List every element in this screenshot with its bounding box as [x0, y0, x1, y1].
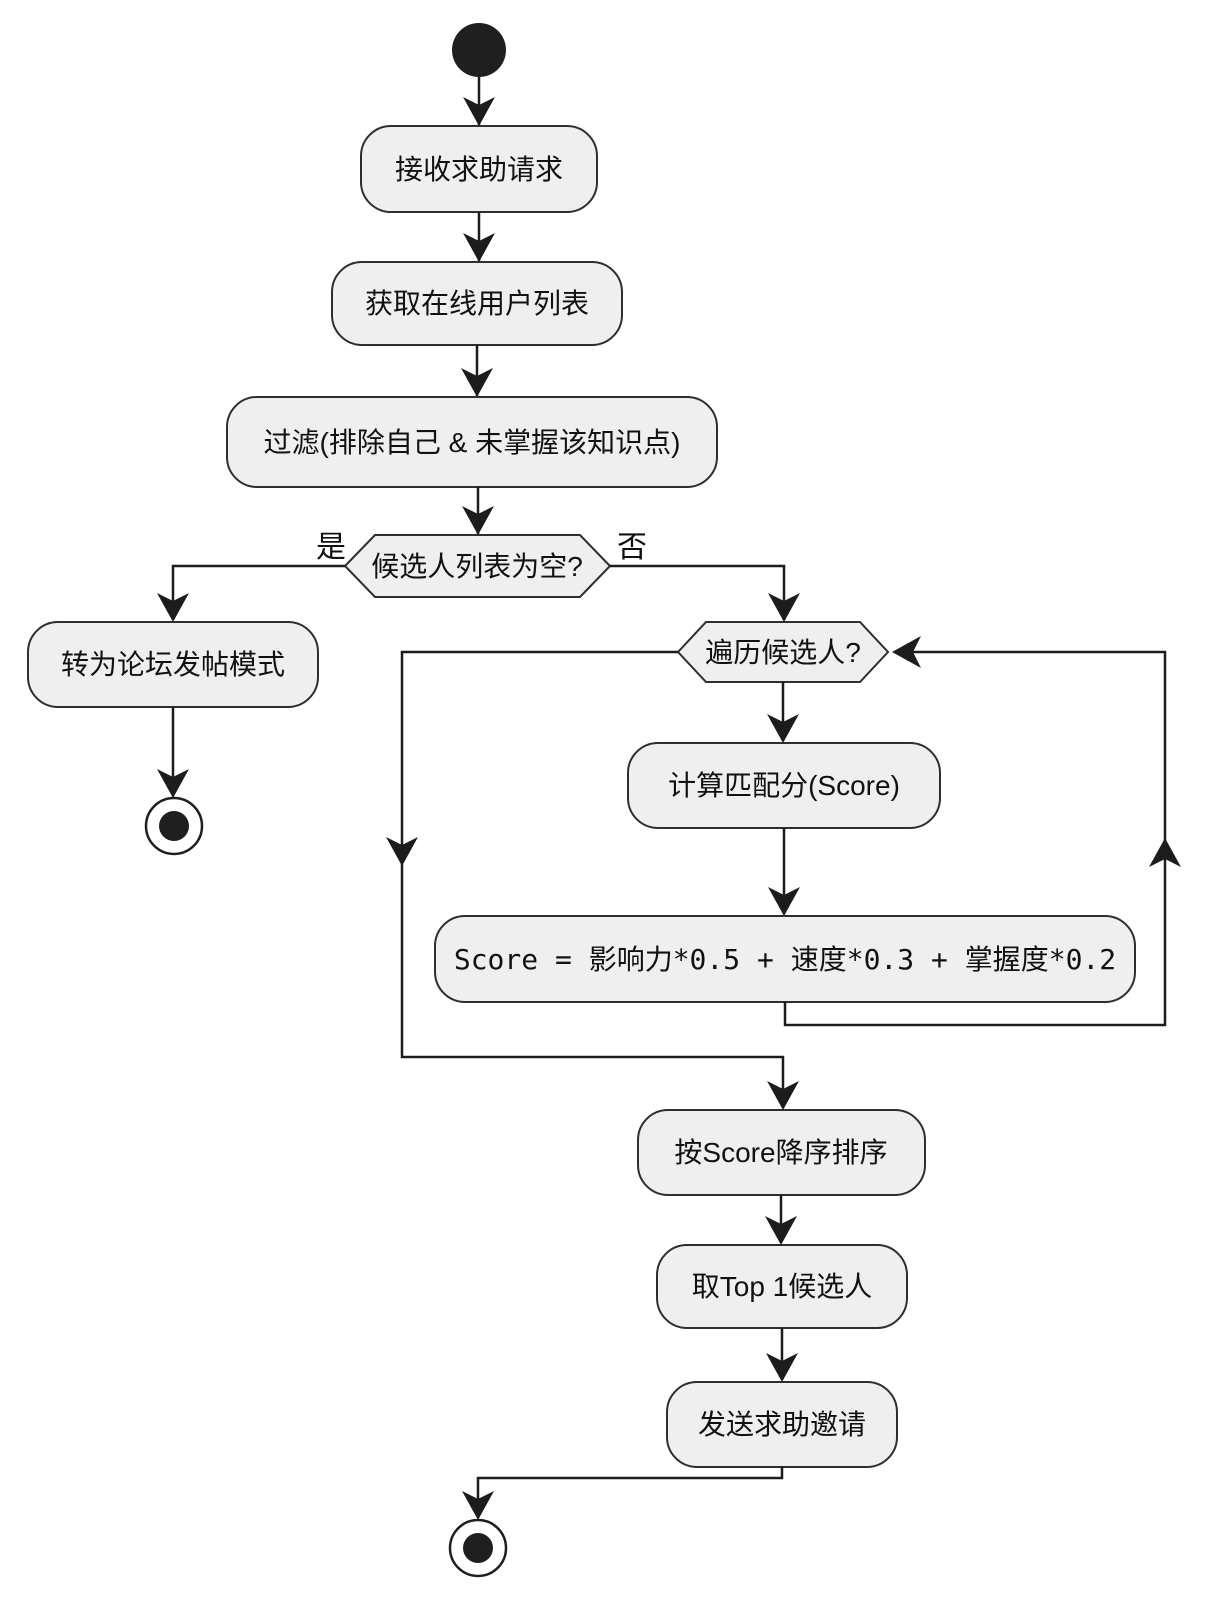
end-node-final — [463, 1533, 493, 1563]
edge-no-to-iterate — [610, 564, 786, 620]
arrowhead-down-icon — [157, 593, 189, 622]
edge-label-yes: 是 — [316, 531, 346, 564]
activity-pick-top1-label: 取Top 1候选人 — [692, 1271, 873, 1302]
arrowhead-down-icon — [766, 1353, 798, 1382]
decision-iterate-candidates-label: 遍历候选人? — [705, 637, 861, 668]
activity-filter-label: 过滤(排除自己 & 未掌握该知识点) — [264, 427, 681, 458]
arrowhead-down-icon — [767, 714, 799, 743]
arrowhead-down-icon — [767, 1081, 799, 1110]
arrowhead-down-icon — [462, 506, 494, 535]
start-node — [452, 23, 506, 77]
edge-loop-exit-to-sort — [400, 650, 785, 1108]
arrowhead-down-icon — [768, 887, 800, 916]
activity-fetch-online-users-label: 获取在线用户列表 — [365, 288, 589, 319]
arrowhead-down-icon — [157, 769, 189, 798]
arrowhead-up-icon — [1149, 838, 1181, 867]
arrowhead-down-icon — [765, 1216, 797, 1245]
arrowhead-down-icon — [768, 593, 800, 622]
activity-forum-mode-label: 转为论坛发帖模式 — [61, 649, 285, 680]
arrowhead-down-icon — [461, 368, 493, 397]
end-node-forum — [159, 811, 189, 841]
arrowhead-down-icon — [386, 837, 418, 866]
activity-sort-by-score-label: 按Score降序排序 — [674, 1137, 887, 1168]
activity-calc-score-label: 计算匹配分(Score) — [668, 770, 900, 801]
edge-loopback-to-iterate — [783, 650, 1167, 1027]
arrowhead-down-icon — [462, 1491, 494, 1520]
edge-yes-to-forum — [171, 564, 345, 620]
arrowhead-down-icon — [463, 233, 495, 262]
edge-invite-to-end — [476, 1467, 784, 1518]
activity-send-invite-label: 发送求助邀请 — [698, 1409, 866, 1440]
decision-iterate-candidates — [676, 621, 890, 683]
activity-receive-request-label: 接收求助请求 — [395, 154, 563, 185]
decision-empty-check-label: 候选人列表为空? — [371, 551, 583, 582]
edge-label-no: 否 — [617, 531, 647, 564]
arrowhead-down-icon — [463, 97, 495, 126]
activity-filter — [226, 396, 718, 488]
activity-score-formula-label: Score = 影响力*0.5 + 速度*0.3 + 掌握度*0.2 — [454, 943, 1116, 976]
arrowhead-left-icon — [892, 636, 921, 668]
